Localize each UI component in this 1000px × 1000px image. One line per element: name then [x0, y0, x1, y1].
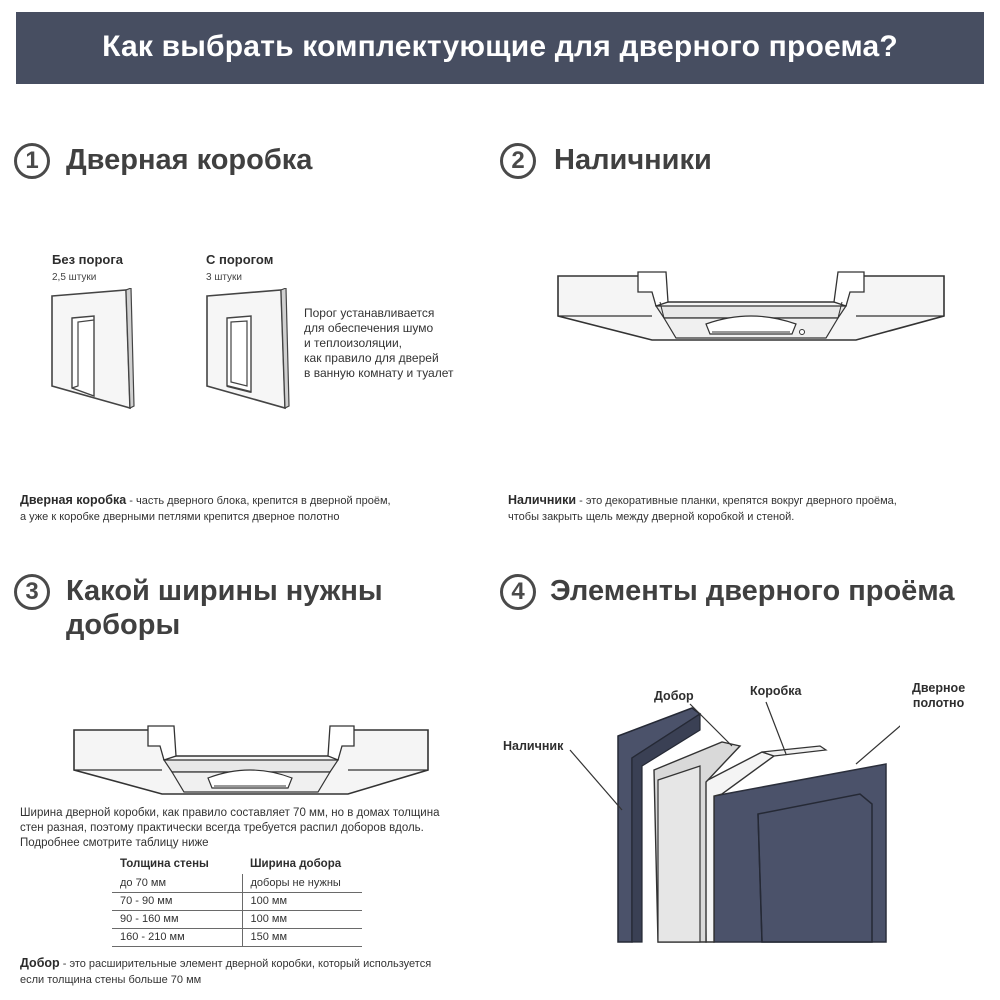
table-cell: 70 - 90 мм: [112, 892, 243, 911]
section-title-line: Какой ширины нужны: [66, 575, 383, 607]
section-number-4: 4: [500, 574, 536, 610]
threshold-note: Порог устанавливается для обеспечения шу…: [304, 306, 454, 381]
label-trim: Наличник: [503, 739, 564, 753]
section-number-1: 1: [14, 143, 50, 179]
section-title-elements: Элементы дверного проёма: [550, 575, 955, 607]
extensions-text-line: стен разная, поэтому практически всегда …: [20, 822, 424, 834]
doorway-elements-illustration: [569, 701, 900, 943]
door-frame-desc-line: а уже к коробке дверными петлями крепитс…: [20, 511, 340, 523]
table-row: 70 - 90 мм 100 мм: [112, 892, 362, 911]
section-number-2: 2: [500, 143, 536, 179]
door-frame-desc-line: - часть дверного блока, крепится в дверн…: [126, 495, 391, 507]
variant-no-threshold-title: Без порога: [52, 252, 123, 267]
table-cell: 100 мм: [242, 910, 362, 929]
table-row: 90 - 160 мм 100 мм: [112, 910, 362, 929]
extension-desc-line: если толщина стены больше 70 мм: [20, 974, 202, 986]
table-cell: 150 мм: [242, 928, 362, 947]
table-header-cell: Толщина стены: [120, 858, 209, 870]
threshold-note-line: Порог устанавливается: [304, 306, 435, 320]
frame-no-threshold-illustration: [51, 288, 135, 410]
variant-no-threshold-qty: 2,5 штуки: [52, 272, 97, 283]
label-door-leaf: Дверное полотно: [912, 681, 965, 711]
threshold-note-line: для обеспечения шумо: [304, 321, 434, 335]
trims-term: Наличники: [508, 493, 577, 507]
table-cell: доборы не нужны: [242, 874, 362, 893]
trims-desc-line: чтобы закрыть щель между дверной коробко…: [508, 511, 795, 523]
wall-width-table: Толщина стены Ширина добора до 70 мм доб…: [112, 856, 362, 947]
label-frame: Коробка: [750, 684, 802, 698]
door-frame-description: Дверная коробка - часть дверного блока, …: [20, 492, 391, 525]
table-cell: 90 - 160 мм: [112, 910, 243, 929]
extensions-text-line: Ширина дверной коробки, как правило сост…: [20, 807, 440, 819]
label-door-leaf-line: полотно: [912, 696, 965, 710]
door-frame-term: Дверная коробка: [20, 493, 127, 507]
table-header-row: Толщина стены Ширина добора: [112, 856, 362, 874]
page-title: Как выбрать комплектующие для дверного п…: [102, 30, 898, 63]
threshold-note-line: как правило для дверей: [304, 351, 439, 365]
label-extension: Добор: [654, 689, 694, 703]
section-title-door-frame: Дверная коробка: [66, 144, 313, 176]
frame-threshold-illustration: [206, 288, 290, 410]
door-inner-panel-shape: [757, 793, 873, 943]
header-banner: Как выбрать комплектующие для дверного п…: [16, 12, 984, 84]
section-title-line: доборы: [66, 609, 181, 641]
trims-desc-line: - это декоративные планки, крепятся вокр…: [576, 495, 897, 507]
table-cell: 100 мм: [242, 892, 362, 911]
variant-threshold-qty: 3 штуки: [206, 272, 243, 283]
extension-desc-line: - это расширительные элемент дверной кор…: [59, 958, 432, 970]
table-row: до 70 мм доборы не нужны: [112, 874, 362, 893]
trims-cross-section-illustration: [557, 271, 945, 341]
extension-description: Добор - это расширительные элемент дверн…: [20, 955, 431, 988]
section-number-3: 3: [14, 574, 50, 610]
threshold-note-line: и теплоизоляции,: [304, 336, 402, 350]
extensions-cross-section-illustration: [73, 725, 429, 795]
table-cell: 160 - 210 мм: [112, 928, 243, 947]
section-title-extensions: Какой ширины нужны доборы: [66, 574, 383, 642]
extensions-text: Ширина дверной коробки, как правило сост…: [20, 806, 439, 851]
extension-term: Добор: [20, 956, 60, 970]
table-cell: до 70 мм: [112, 874, 243, 893]
variant-threshold-title: С порогом: [206, 252, 274, 267]
trims-description: Наличники - это декоративные планки, кре…: [508, 492, 897, 525]
table-header-cell: Ширина добора: [250, 858, 342, 870]
section-title-trims: Наличники: [554, 144, 712, 176]
table-row: 160 - 210 мм 150 мм: [112, 928, 362, 947]
threshold-note-line: в ванную комнату и туалет: [304, 366, 454, 380]
label-door-leaf-line: Дверное: [912, 681, 966, 695]
extensions-text-line: Подробнее смотрите таблицу ниже: [20, 837, 209, 849]
